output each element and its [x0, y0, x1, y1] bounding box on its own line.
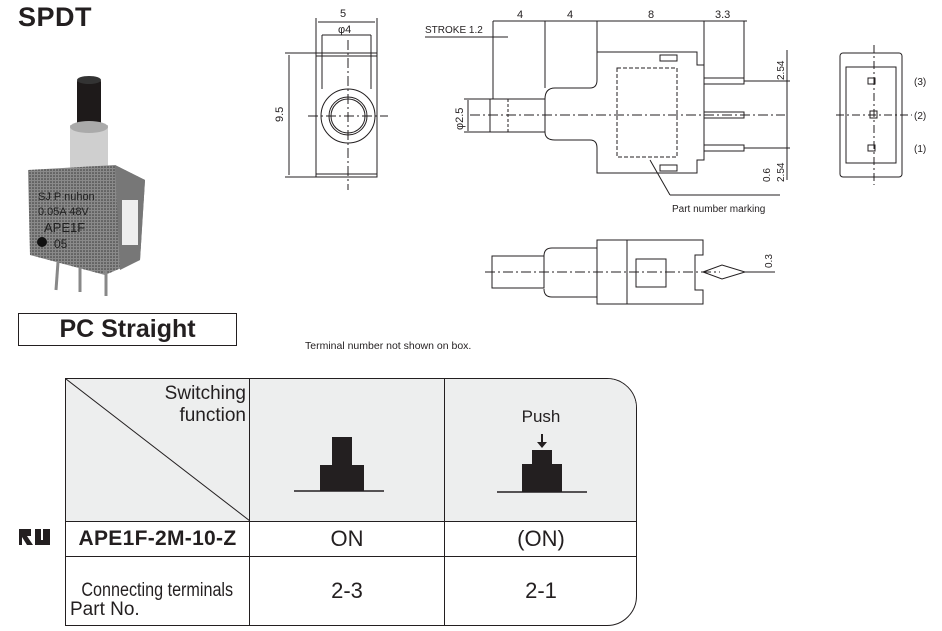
- photo-marking: 05: [54, 237, 68, 251]
- column-divider: [249, 379, 250, 625]
- part-number-marking-callout: Part number marking: [672, 204, 765, 215]
- dim-terminal: 0.6: [762, 168, 773, 182]
- terminal-note: Terminal number not shown on box.: [305, 340, 472, 352]
- termination-type-label: PC Straight: [18, 313, 237, 346]
- dim-shaft: φ2.5: [454, 108, 466, 130]
- bottom-view: 0.3: [485, 239, 775, 305]
- page-title: SPDT: [18, 2, 93, 32]
- dim-top-3: 8: [648, 9, 654, 21]
- rear-view: (3) (2) (1): [836, 45, 926, 185]
- function-momentary-on: (ON): [517, 525, 565, 551]
- terminals-on: 2-3: [331, 578, 363, 603]
- connecting-terminals-label-cell: Connecting terminals: [66, 557, 249, 625]
- photo-marking: APE1F: [44, 220, 85, 235]
- connecting-terminals-label: Connecting terminals: [81, 580, 234, 601]
- side-view: STROKE 1.2 4 4 8 3.3 φ2.5 2.54 0.6 2.54 …: [425, 9, 790, 215]
- part-no-header: Part No.: [70, 599, 140, 620]
- terminal-label-2: (2): [914, 111, 926, 122]
- corner-diagonal: [66, 379, 250, 521]
- stroke-label: STROKE 1.2: [425, 25, 483, 36]
- product-photo: SJ P nuhon 0.05A 48V APE1F 05: [28, 76, 145, 296]
- photo-marking: 0.05A 48V: [38, 206, 89, 218]
- dim-thickness: 0.3: [764, 254, 775, 268]
- housing: [28, 165, 145, 275]
- terminal-label-3: (3): [914, 77, 926, 88]
- switching-function-header: Switching function: [66, 383, 246, 427]
- ul-recognized-icon: [19, 529, 50, 545]
- arrow-down-icon: [537, 442, 547, 448]
- function-on: ON: [330, 525, 364, 551]
- dim-top-2: 4: [567, 9, 573, 21]
- row-divider: [66, 556, 636, 557]
- dim-top-4: 3.3: [715, 9, 730, 21]
- dim-top-1: 4: [517, 9, 523, 21]
- plunger: [77, 78, 101, 128]
- dim-pitch-top: 2.54: [776, 60, 787, 80]
- header-line: function: [179, 405, 246, 426]
- front-view: 5 φ4 9.5: [274, 8, 388, 190]
- spec-table: Switching function Part No. Push APE1F-2…: [65, 378, 637, 626]
- on-switch-symbol: [294, 437, 384, 492]
- dim-diameter: φ4: [338, 24, 351, 36]
- dim-height: 9.5: [274, 107, 286, 122]
- dimension-drawings: 5 φ4 9.5 STROKE 1.2 4 4 8 3.3 φ2.5 2.54 …: [274, 8, 926, 305]
- push-label: Push: [521, 407, 561, 426]
- dim-pitch-bottom: 2.54: [776, 162, 787, 182]
- column-divider: [444, 379, 445, 625]
- terminals-momentary: 2-1: [525, 578, 557, 603]
- terminal-label-1: (1): [914, 144, 926, 155]
- dim-width: 5: [340, 8, 346, 20]
- header-line: Switching: [164, 383, 246, 404]
- photo-marking: SJ P nuhon: [38, 191, 95, 203]
- part-number: APE1F-2M-10-Z: [78, 526, 237, 550]
- momentary-switch-symbol: [497, 434, 587, 493]
